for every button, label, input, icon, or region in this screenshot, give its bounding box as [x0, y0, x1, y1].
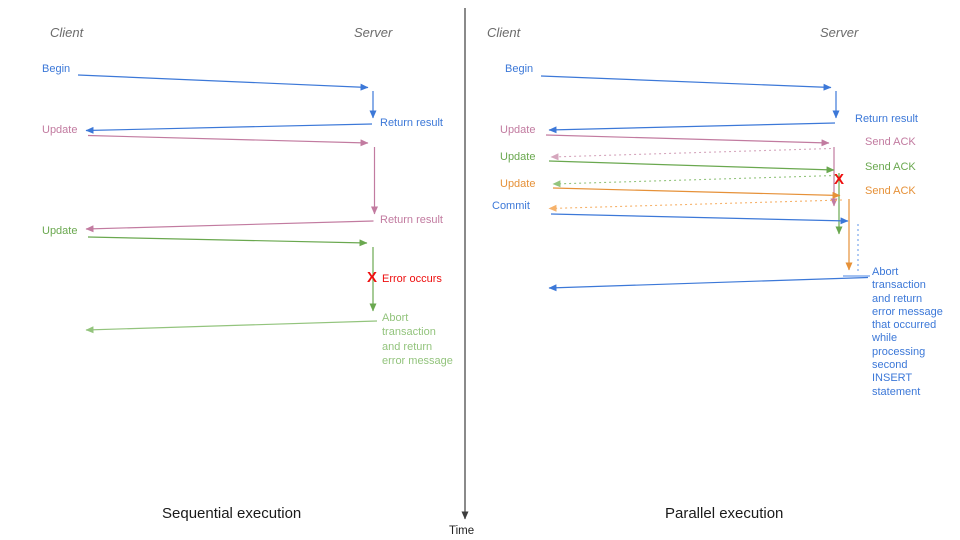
parallel-arrows	[540, 75, 870, 292]
par-commit-request-arrow	[550, 213, 849, 225]
right-error-x-mark: X	[834, 171, 845, 188]
par-begin-request-arrow	[540, 75, 832, 91]
par-abort-return-arrow	[548, 276, 869, 292]
right-update-3-label: Update	[500, 178, 536, 190]
left-error-x-mark: X	[367, 269, 378, 286]
par-return-result-arrow	[548, 122, 836, 134]
time-axis-label: Time	[449, 525, 475, 537]
sequential-arrows	[77, 74, 378, 334]
right-send-ack-1-label: Send ACK	[865, 136, 916, 148]
right-begin-label: Begin	[505, 63, 534, 75]
seq-return-result-2-arrow	[85, 220, 374, 233]
right-send-ack-3-label: Send ACK	[865, 185, 916, 197]
left-return-result-1-label: Return result	[380, 117, 443, 129]
right-send-ack-2-label: Send ACK	[865, 161, 916, 173]
par-update-1-request-arrow	[545, 134, 830, 147]
seq-return-result-1-arrow	[85, 123, 373, 134]
left-client-title: Client	[50, 25, 84, 40]
seq-abort-return-arrow	[85, 320, 378, 334]
left-update-1-label: Update	[42, 124, 78, 136]
right-abort-message-label: Abort transaction and return error messa…	[872, 266, 943, 398]
right-client-title: Client	[487, 25, 521, 40]
par-send-ack-1-arrow	[550, 147, 832, 161]
left-return-result-2-label: Return result	[380, 214, 443, 226]
left-server-title: Server	[354, 25, 393, 40]
sequential-execution-caption: Sequential execution	[162, 505, 302, 522]
par-update-2-request-arrow	[548, 160, 835, 174]
seq-update-1-request-arrow	[87, 134, 369, 147]
left-error-occurs-label: Error occurs	[382, 273, 442, 285]
right-update-2-label: Update	[500, 151, 536, 163]
right-server-title: Server	[820, 25, 859, 40]
par-send-ack-3-arrow	[548, 199, 843, 212]
par-update-3-request-arrow	[552, 187, 841, 199]
left-begin-label: Begin	[42, 63, 71, 75]
left-update-2-label: Update	[42, 225, 78, 237]
seq-update-2-request-arrow	[87, 236, 368, 247]
parallel-execution-caption: Parallel execution	[665, 505, 784, 522]
right-commit-label: Commit	[492, 200, 530, 212]
right-update-1-label: Update	[500, 124, 536, 136]
par-send-ack-2-arrow	[552, 174, 837, 188]
left-abort-message-label: Abort transaction and return error messa…	[382, 312, 453, 367]
seq-begin-request-arrow	[77, 74, 369, 91]
right-return-result-label: Return result	[855, 113, 918, 125]
